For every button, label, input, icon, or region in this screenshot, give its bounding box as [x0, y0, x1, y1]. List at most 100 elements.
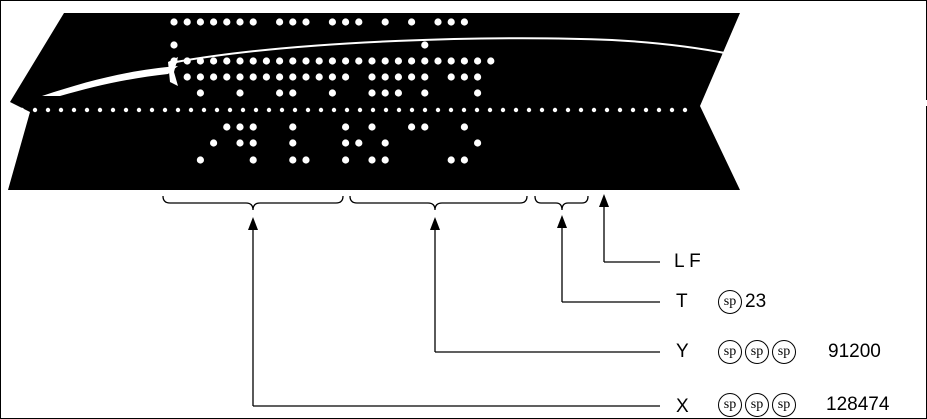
- punched-tape-body: [8, 13, 740, 190]
- sprocket-hole: [45, 107, 51, 113]
- data-hole: [328, 89, 336, 97]
- sprocket-hole: [669, 107, 675, 113]
- data-hole: [249, 57, 257, 65]
- sprocket-hole: [110, 107, 116, 113]
- label-x: X: [676, 396, 689, 417]
- data-hole: [170, 57, 178, 65]
- sprocket-hole: [19, 107, 25, 113]
- arrow-x: [248, 217, 258, 230]
- data-hole: [289, 156, 297, 164]
- data-hole: [223, 73, 231, 81]
- tape-curl-highlight: [42, 66, 178, 96]
- sprocket-hole: [32, 107, 38, 113]
- data-hole: [276, 57, 284, 65]
- leader-x: [252, 225, 660, 407]
- sprocket-hole: [266, 107, 272, 113]
- data-hole: [342, 73, 350, 81]
- data-hole: [447, 73, 455, 81]
- data-hole: [223, 123, 231, 131]
- sprocket-hole: [617, 107, 623, 113]
- space-symbol: sp: [745, 340, 769, 364]
- data-hole: [210, 139, 218, 147]
- sprocket-hole: [604, 107, 610, 113]
- data-hole: [236, 18, 244, 26]
- data-hole: [434, 18, 442, 26]
- data-hole: [421, 73, 429, 81]
- data-hole: [249, 156, 257, 164]
- sprocket-hole: [435, 107, 441, 113]
- sprocket-hole: [162, 107, 168, 113]
- sprocket-hole: [396, 107, 402, 113]
- data-hole: [342, 156, 350, 164]
- data-hole: [236, 89, 244, 97]
- tape-notch: [700, 100, 927, 106]
- data-hole: [196, 156, 204, 164]
- sprocket-hole: [71, 107, 77, 113]
- sprocket-hole: [500, 107, 506, 113]
- data-hole: [276, 73, 284, 81]
- data-hole: [170, 41, 178, 49]
- data-hole: [342, 57, 350, 65]
- sprocket-hole: [383, 107, 389, 113]
- label-lf: L F: [674, 251, 701, 272]
- data-hole: [196, 89, 204, 97]
- data-hole: [381, 57, 389, 65]
- data-hole: [236, 123, 244, 131]
- data-hole: [302, 156, 310, 164]
- space-symbol: sp: [718, 393, 742, 417]
- data-hole: [487, 57, 495, 65]
- data-hole: [474, 57, 482, 65]
- data-hole: [289, 89, 297, 97]
- data-hole: [460, 73, 468, 81]
- sprocket-hole: [409, 107, 415, 113]
- data-hole: [289, 18, 297, 26]
- sprocket-hole: [513, 107, 519, 113]
- sprocket-hole: [487, 107, 493, 113]
- data-hole: [368, 73, 376, 81]
- space-symbol: sp: [745, 393, 769, 417]
- data-hole: [447, 57, 455, 65]
- arrow-y: [430, 217, 440, 230]
- data-holes: [170, 18, 495, 164]
- sprocket-hole: [461, 107, 467, 113]
- sprocket-hole: [552, 107, 558, 113]
- data-hole: [447, 18, 455, 26]
- data-hole: [474, 139, 482, 147]
- data-hole: [408, 57, 416, 65]
- data-hole: [262, 57, 270, 65]
- data-hole: [276, 18, 284, 26]
- leader-lf: [603, 202, 660, 263]
- arrow-t: [557, 215, 567, 228]
- label-y: Y: [676, 341, 689, 362]
- data-hole: [381, 18, 389, 26]
- data-hole: [328, 57, 336, 65]
- sprocket-hole: [682, 107, 688, 113]
- sprocket-hole: [188, 107, 194, 113]
- sprocket-hole: [305, 107, 311, 113]
- data-hole: [408, 123, 416, 131]
- data-hole: [355, 139, 363, 147]
- sprocket-hole: [591, 107, 597, 113]
- data-hole: [368, 57, 376, 65]
- data-hole: [381, 156, 389, 164]
- data-hole: [421, 89, 429, 97]
- data-hole: [249, 123, 257, 131]
- data-hole: [210, 73, 218, 81]
- y-value: 91200: [828, 341, 881, 362]
- data-hole: [421, 57, 429, 65]
- t-value: 23: [745, 291, 767, 312]
- sprocket-hole: [539, 107, 545, 113]
- sprocket-hole: [292, 107, 298, 113]
- brace-x: [162, 195, 344, 211]
- sprocket-hole: [357, 107, 363, 113]
- data-hole: [183, 18, 191, 26]
- space-symbol: sp: [718, 340, 742, 364]
- data-hole: [474, 89, 482, 97]
- data-hole: [249, 73, 257, 81]
- data-hole: [210, 18, 218, 26]
- sprocket-hole: [279, 107, 285, 113]
- data-hole: [381, 89, 389, 97]
- sprocket-hole: [136, 107, 142, 113]
- data-hole: [408, 73, 416, 81]
